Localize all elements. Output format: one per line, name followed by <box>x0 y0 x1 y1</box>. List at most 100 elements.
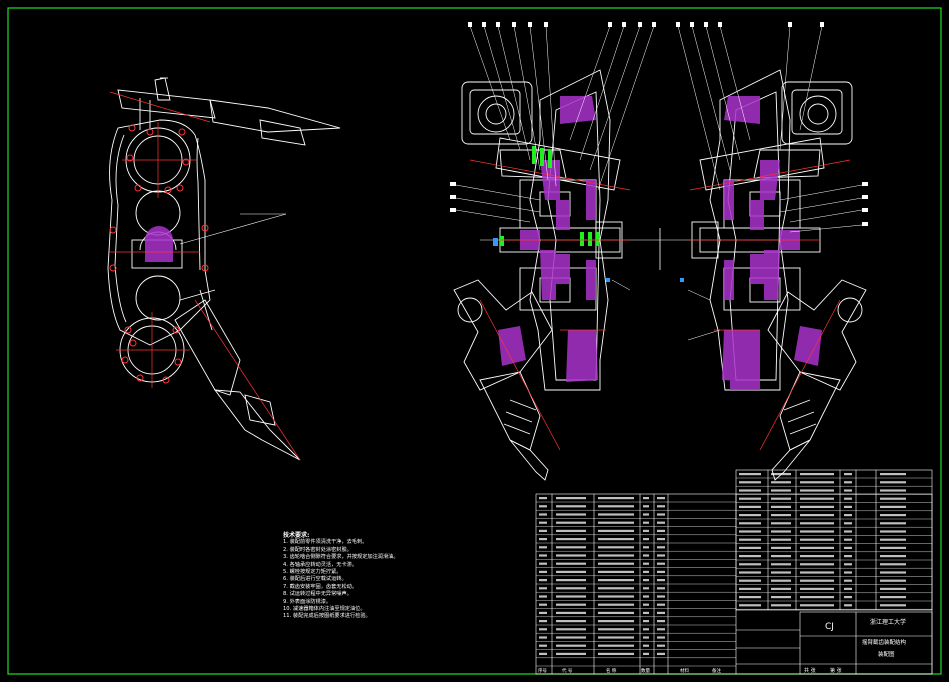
bom-cell-mark <box>539 652 547 655</box>
bom-cell-mark <box>771 579 791 582</box>
bom-cell-mark <box>739 587 761 590</box>
bom-cell-mark <box>800 530 834 533</box>
bom-cell-mark <box>598 579 634 582</box>
bom-cell-mark <box>880 489 906 492</box>
bom-cell-mark <box>771 538 791 541</box>
bom-rows <box>536 477 932 667</box>
bom-cell-mark <box>739 596 761 599</box>
bom-cell-mark <box>800 538 834 541</box>
bom-header-name: 名 称 <box>606 667 617 674</box>
bom-cell-mark <box>880 481 906 484</box>
bom-cell-mark <box>739 546 761 549</box>
bom-cell-mark <box>844 563 852 566</box>
bom-cell-mark <box>800 571 834 574</box>
bom-cell-mark <box>657 595 665 598</box>
bom-cell-mark <box>771 497 791 500</box>
bom-cell-mark <box>539 497 547 500</box>
bom-cell-mark <box>880 546 906 549</box>
bom-cell-mark <box>643 620 649 623</box>
bom-cell-mark <box>880 571 906 574</box>
bom-cell-mark <box>844 514 852 517</box>
bom-cell-mark <box>880 514 906 517</box>
bom-cell-mark <box>556 546 586 549</box>
bom-header-material: 材料 <box>680 667 689 674</box>
upper-cutter-pick <box>117 77 341 146</box>
bom-cell-mark <box>556 570 586 573</box>
bom-cell-mark <box>880 505 906 508</box>
bom-cell-mark <box>771 514 791 517</box>
dimension-marks <box>493 238 684 282</box>
note-item: 7. 截齿安装牢固，齿套无松动。 <box>283 583 358 590</box>
bom-cell-mark <box>771 505 791 508</box>
bom-cell-mark <box>771 555 791 558</box>
bom-cell-mark <box>739 522 761 525</box>
note-item: 5. 螺栓按规定力矩拧紧。 <box>283 569 342 576</box>
bom-cell-mark <box>739 497 761 500</box>
drawing-name-sub: 装配图 <box>878 650 895 658</box>
bom-cell-mark <box>539 587 547 590</box>
bom-cell-mark <box>739 571 761 574</box>
bom-cell-mark <box>739 579 761 582</box>
bom-cell-mark <box>643 513 649 516</box>
bom-cell-mark <box>657 538 665 541</box>
bom-cell-mark <box>539 562 547 565</box>
bom-cell-mark <box>556 603 586 606</box>
bom-cell-mark <box>539 595 547 598</box>
bom-cell-mark <box>739 473 761 476</box>
note-item: 8. 试运转过程中无异常噪声。 <box>283 591 352 598</box>
bom-cell-mark <box>539 505 547 508</box>
bom-cell-mark <box>556 538 586 541</box>
bom-cell-mark <box>800 497 834 500</box>
bom-cell-mark <box>657 620 665 623</box>
bom-cell-mark <box>657 579 665 582</box>
bom-cell-mark <box>844 546 852 549</box>
bom-cell-mark <box>800 579 834 582</box>
bom-cell-mark <box>844 489 852 492</box>
bom-cell-mark <box>880 522 906 525</box>
bom-cell-mark <box>643 611 649 614</box>
bom-cell-mark <box>643 546 649 549</box>
bom-cell-mark <box>800 514 834 517</box>
bom-cell-text <box>539 473 906 655</box>
bom-cell-mark <box>539 529 547 532</box>
bom-cell-mark <box>598 538 634 541</box>
bom-cell-mark <box>598 513 634 516</box>
note-item: 9. 外表面涂防锈漆。 <box>283 598 332 605</box>
bom-cell-mark <box>800 473 834 476</box>
bolt-holes <box>109 124 209 384</box>
bom-cell-mark <box>771 604 791 607</box>
bom-cell-mark <box>643 587 649 590</box>
bom-cell-mark <box>539 538 547 541</box>
bom-cell-mark <box>539 603 547 606</box>
bom-cell-mark <box>657 497 665 500</box>
bom-cell-mark <box>556 579 586 582</box>
notes-title: 技术要求: <box>283 532 310 539</box>
bom-cell-mark <box>657 570 665 573</box>
bom-cell-mark <box>657 644 665 647</box>
bom-cell-mark <box>643 636 649 639</box>
bom-cell-mark <box>598 587 634 590</box>
drawing-name: 摇臂截齿装配结构 <box>862 638 907 646</box>
bom-cell-mark <box>539 628 547 631</box>
bom-cell-mark <box>539 620 547 623</box>
bom-cell-mark <box>800 505 834 508</box>
bom-cell-mark <box>643 644 649 647</box>
bom-cell-mark <box>598 562 634 565</box>
bom-cell-mark <box>556 652 586 655</box>
bom-cell-mark <box>880 563 906 566</box>
bom-cell-mark <box>539 513 547 516</box>
bom-cell-mark <box>657 587 665 590</box>
bom-cell-mark <box>657 603 665 606</box>
bom-cell-mark <box>844 473 852 476</box>
bom-cell-mark <box>598 529 634 532</box>
bom-cell-mark <box>556 521 586 524</box>
school-name: 浙江理工大学 <box>870 618 906 626</box>
note-item: 6. 装配后进行空载试运转。 <box>283 576 347 583</box>
bom-cell-mark <box>657 636 665 639</box>
bom-cell-mark <box>844 579 852 582</box>
bom-cell-mark <box>598 611 634 614</box>
bom-cell-mark <box>556 587 586 590</box>
bom-cell-mark <box>643 554 649 557</box>
bom-cell-mark <box>643 603 649 606</box>
